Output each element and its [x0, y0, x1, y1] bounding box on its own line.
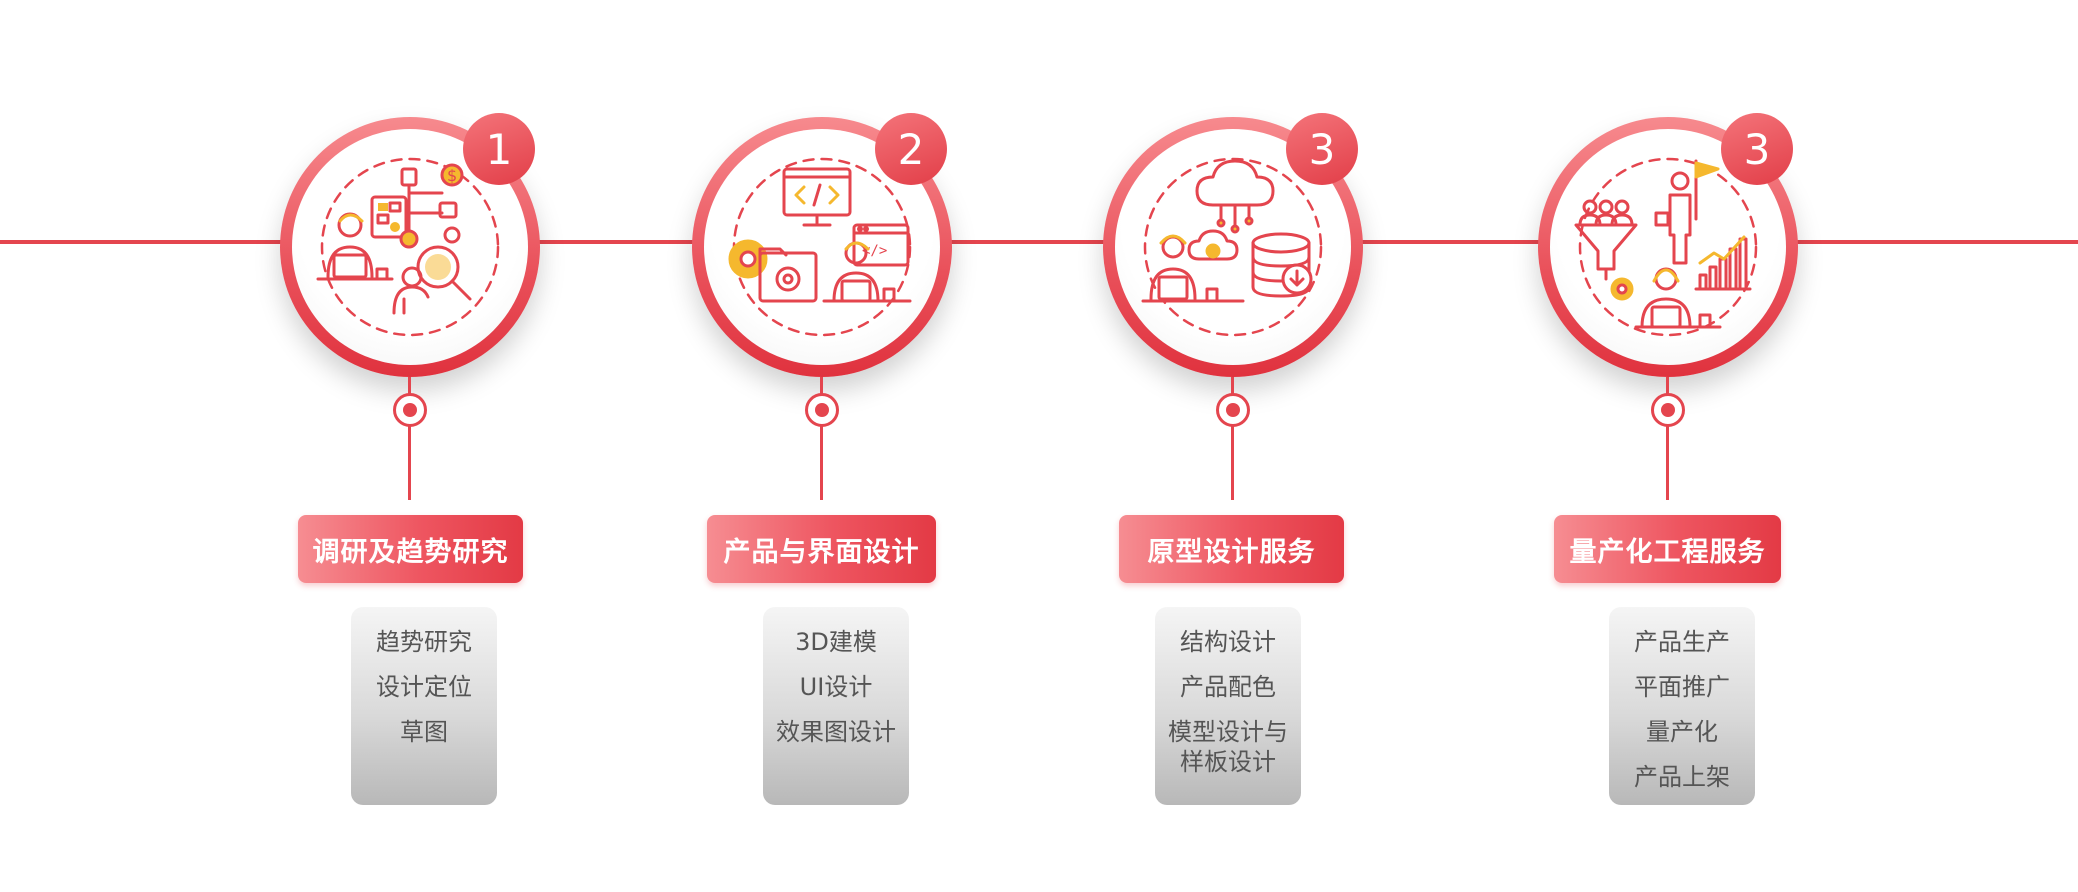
step-title: 产品与界面设计 — [707, 515, 936, 583]
step-item: 3D建模 — [795, 628, 877, 656]
step-item: UI设计 — [799, 673, 873, 701]
timeline-node — [1651, 393, 1685, 427]
step-3: 3 原型设计服务 结构设计 产品配色 模型设计与 样板设计 — [1083, 0, 1383, 892]
step-4: 3 量产化工程服务 产品生产 平面推广 量产化 产品上架 — [1518, 0, 1818, 892]
connector-line — [1231, 377, 1234, 500]
svg-text:</>: </> — [862, 243, 887, 259]
step-item: 样板设计 — [1180, 748, 1276, 776]
step-circle — [1538, 117, 1798, 377]
step-title: 量产化工程服务 — [1554, 515, 1781, 583]
timeline-node — [805, 393, 839, 427]
timeline-node — [1216, 393, 1250, 427]
production-funnel-icon — [1574, 157, 1758, 337]
step-item: 产品配色 — [1180, 673, 1276, 701]
step-number-badge: 3 — [1721, 113, 1793, 185]
step-item: 平面推广 — [1634, 673, 1730, 701]
step-title: 原型设计服务 — [1119, 515, 1344, 583]
step-items: 结构设计 产品配色 模型设计与 样板设计 — [1155, 607, 1301, 805]
step-item: 产品生产 — [1634, 628, 1730, 656]
step-item: 量产化 — [1646, 718, 1718, 746]
timeline-line — [0, 240, 2078, 244]
step-number-badge: 2 — [875, 113, 947, 185]
timeline-node — [393, 393, 427, 427]
connector-line — [1666, 377, 1669, 500]
connector-line — [820, 377, 823, 500]
step-title: 调研及趋势研究 — [298, 515, 523, 583]
step-item: 草图 — [400, 718, 448, 746]
step-item: 产品上架 — [1634, 763, 1730, 791]
step-item: 设计定位 — [376, 673, 472, 701]
step-number-badge: 1 — [463, 113, 535, 185]
step-item: 模型设计与 — [1168, 718, 1288, 746]
step-1: $ 1 调研及趋势研究 趋势研究 设计定位 草图 — [260, 0, 560, 892]
svg-text:$: $ — [447, 166, 457, 185]
cloud-database-icon — [1141, 157, 1323, 337]
step-item: 效果图设计 — [776, 718, 896, 746]
step-item: 趋势研究 — [376, 628, 472, 656]
step-item: 结构设计 — [1180, 628, 1276, 656]
step-items: 3D建模 UI设计 效果图设计 — [763, 607, 909, 805]
ui-design-icon: </> — [728, 157, 912, 337]
step-items: 产品生产 平面推广 量产化 产品上架 — [1609, 607, 1755, 805]
step-items: 趋势研究 设计定位 草图 — [351, 607, 497, 805]
step-2: </> 2 产品与界面设计 3D建模 UI设计 效果图设计 — [672, 0, 972, 892]
step-number-badge: 3 — [1286, 113, 1358, 185]
connector-line — [408, 377, 411, 500]
research-icon: $ — [316, 157, 500, 337]
